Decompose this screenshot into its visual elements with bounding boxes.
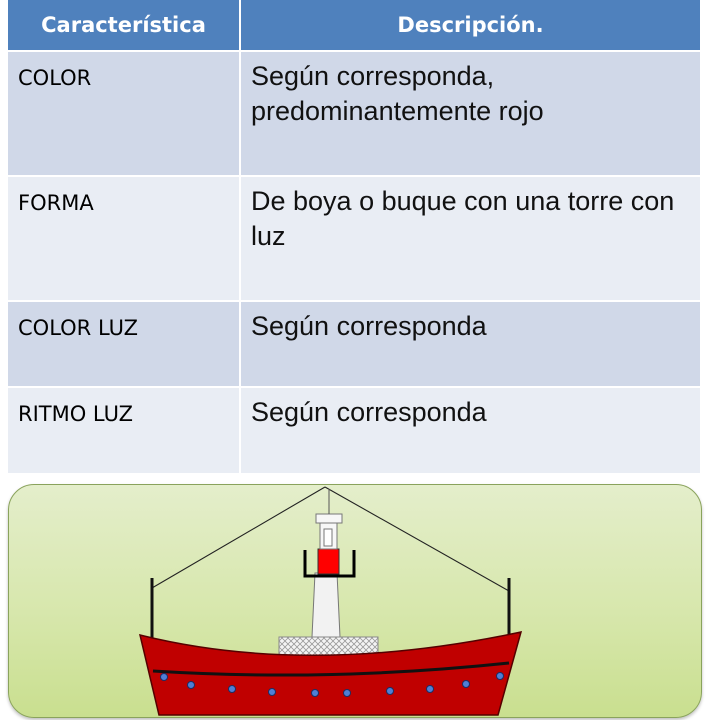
- rigging-lines: [151, 486, 510, 592]
- light-tower: [303, 489, 356, 638]
- table-row: RITMO LUZ Según corresponda: [8, 386, 700, 473]
- portholes: [160, 672, 504, 697]
- ship-hull: [138, 631, 523, 716]
- description-cell: Según corresponda, predominantemente roj…: [240, 50, 700, 176]
- lamp-light-icon: [317, 548, 340, 575]
- header-caracteristica: Característica: [8, 0, 241, 51]
- lightship-icon: [138, 486, 523, 716]
- feature-cell: FORMA: [8, 175, 241, 301]
- feature-cell: COLOR: [8, 50, 241, 176]
- description-cell: Según corresponda: [240, 386, 700, 473]
- description-cell: Según corresponda: [240, 300, 700, 387]
- table-header-row: Característica Descripción.: [8, 0, 700, 51]
- table-row: COLOR LUZ Según corresponda: [8, 300, 700, 387]
- table-row: FORMA De boya o buque con una torre con …: [8, 175, 700, 301]
- characteristics-table: Característica Descripción. COLOR Según …: [8, 0, 700, 473]
- feature-cell: COLOR LUZ: [8, 300, 241, 387]
- header-descripcion: Descripción.: [240, 0, 700, 51]
- lightship-illustration-panel: [8, 484, 702, 718]
- table-row: COLOR Según corresponda, predominantemen…: [8, 50, 700, 176]
- description-cell: De boya o buque con una torre con luz: [240, 175, 700, 301]
- feature-cell: RITMO LUZ: [8, 386, 241, 473]
